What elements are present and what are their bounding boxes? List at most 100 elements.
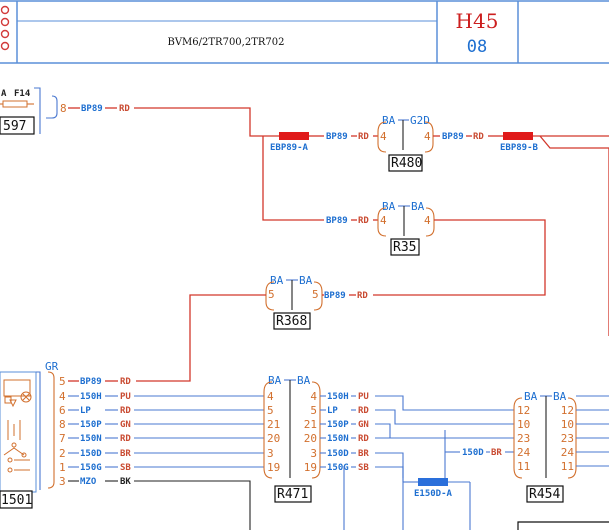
title-block: BVM6/2TR700,2TR702 H45 08: [0, 0, 609, 65]
wire-color: BR: [358, 449, 369, 459]
wire-label: 150P: [80, 420, 102, 430]
splice-e150d-a: E150D-A: [402, 430, 470, 499]
r471-pin-right: 3: [310, 447, 317, 460]
r471-pin-left: 4: [267, 390, 274, 403]
module-internal-circuit: [3, 379, 32, 473]
wire-label: LP: [80, 406, 91, 416]
splice-b-marker: [503, 132, 533, 140]
r454-pin-right: 11: [561, 460, 574, 473]
wire-color-rd-2: RD: [358, 132, 369, 142]
r471-pin-right: 4: [310, 390, 317, 403]
wire-color-rd-5: RD: [357, 291, 368, 301]
r471-label: R471: [277, 487, 308, 502]
left-row: 5 BP89 RD: [59, 375, 131, 388]
r471-pin-left: 21: [267, 418, 280, 431]
splice-e150d-label: E150D-A: [414, 489, 453, 499]
wire-color: RD: [120, 377, 131, 387]
r368-label: R368: [276, 314, 307, 329]
module-1501: GR 1501: [0, 360, 59, 509]
wire-label: 150G: [327, 463, 349, 473]
r454-label: R454: [529, 487, 560, 502]
module-pin: 1: [59, 461, 66, 474]
splice-a-marker: [279, 132, 309, 140]
fuse-f14: A F14 597 8: [0, 87, 67, 135]
wire-label: 150G: [80, 463, 102, 473]
wire-label-bp89-1: BP89: [81, 104, 103, 114]
left-row: 8 150P GN: [59, 418, 264, 431]
wire-label-bp89-2: BP89: [326, 132, 348, 142]
wire-color: RD: [120, 406, 131, 416]
connector-r480: BA G2D 4 4 R480: [377, 114, 434, 172]
r368-left-code: BA: [270, 274, 284, 287]
wire-label: BP89: [80, 377, 102, 387]
r454-pin-left: 10: [517, 418, 530, 431]
wire-label: 150H: [80, 392, 102, 402]
left-row: 7 150N RD: [59, 432, 264, 445]
r471-pin-left: 20: [267, 432, 280, 445]
r471-pin-left: 5: [267, 404, 274, 417]
model-title: BVM6/2TR700,2TR702: [167, 37, 284, 48]
wire-color: GN: [120, 420, 131, 430]
r368-right-code: BA: [299, 274, 313, 287]
module-pin: 3: [59, 475, 66, 488]
wire-label: MZO: [80, 477, 97, 487]
left-row: 1 150G SB: [59, 461, 264, 474]
r454-pin-right: 23: [561, 432, 574, 445]
r35-right-pin: 4: [424, 214, 431, 227]
wire-color: PU: [358, 392, 369, 402]
module-code: GR: [45, 360, 59, 373]
wire-color: SB: [358, 463, 369, 473]
wire-color: GN: [358, 420, 369, 430]
r35-left-code: BA: [382, 200, 396, 213]
fuse-name: F14: [14, 89, 31, 99]
splice-ebp89-b: EBP89-B: [500, 132, 539, 153]
r35-right-code: BA: [411, 200, 425, 213]
wire-color-rd-1: RD: [119, 104, 130, 114]
wire-color: BK: [120, 477, 131, 487]
wire-color-rd-4: RD: [358, 216, 369, 226]
r454-pin-right: 12: [561, 404, 574, 417]
module-pin: 8: [59, 418, 66, 431]
wire-color: RD: [120, 434, 131, 444]
splice-b-label: EBP89-B: [500, 143, 539, 153]
r471-left-code: BA: [268, 374, 282, 387]
wire-color: PU: [120, 392, 131, 402]
r471-pin-left: 19: [267, 461, 280, 474]
splice-e150d-marker: [418, 478, 448, 486]
r35-left-pin: 4: [380, 214, 387, 227]
wire-label: 150D: [80, 449, 102, 459]
r454-pin-right: 24: [561, 446, 575, 459]
fuse-icon: [2, 100, 28, 108]
r454-pin-right: 10: [561, 418, 574, 431]
wire-label: 150N: [327, 434, 349, 444]
r454-wire-color: BR: [491, 448, 502, 458]
module-pin: 7: [59, 432, 66, 445]
wire-label: LP: [327, 406, 338, 416]
r471-pin-right: 21: [304, 418, 317, 431]
page-subcode: 08: [467, 37, 487, 57]
wire-color: SB: [120, 463, 131, 473]
r480-label: R480: [391, 156, 422, 171]
fuse-box-label: 597: [3, 119, 26, 134]
r368-left-pin: 5: [268, 288, 275, 301]
splice-ebp89-a: EBP89-A: [270, 132, 309, 153]
r454-left-code: BA: [524, 390, 538, 403]
r454-pin-left: 24: [517, 446, 531, 459]
r480-right-pin: 4: [424, 130, 431, 143]
wire-label-bp89-5: BP89: [324, 291, 346, 301]
module-pin: 5: [59, 375, 66, 388]
wire-label: 150N: [80, 434, 102, 444]
r454-pin-left: 11: [517, 460, 530, 473]
wire-label-bp89-4: BP89: [326, 216, 348, 226]
connector-r454: BA BA R454: [513, 390, 577, 503]
r480-right-code: G2D: [410, 114, 430, 127]
module-label: 1501: [1, 493, 32, 508]
r480-left-code: BA: [382, 114, 396, 127]
